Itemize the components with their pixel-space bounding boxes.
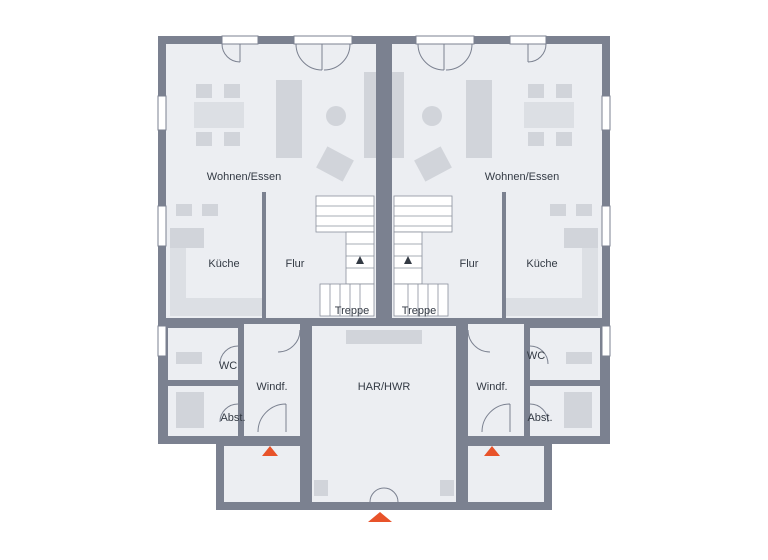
door-windf-right <box>467 329 491 353</box>
terrace-door-right <box>417 43 445 71</box>
dining-set-left <box>194 84 244 146</box>
window-right-1 <box>601 95 611 131</box>
sofa-left <box>276 80 302 158</box>
kitchen-right <box>506 204 598 316</box>
armchair-right <box>414 146 452 182</box>
label-flur-right: Flur <box>460 258 479 270</box>
window-left-2 <box>157 205 167 247</box>
porch-right <box>468 446 544 502</box>
entrance-arrow-har-icon <box>368 512 392 522</box>
door-windf-left <box>277 329 301 353</box>
window-top-3 <box>415 35 475 45</box>
label-kueche-right: Küche <box>526 258 557 270</box>
wc-fixtures-left <box>176 352 204 428</box>
window-right-2 <box>601 205 611 247</box>
label-abst-right: Abst. <box>527 412 552 424</box>
label-wohnen-right: Wohnen/Essen <box>485 171 559 183</box>
dining-set-right <box>524 84 574 146</box>
label-wohnen-left: Wohnen/Essen <box>207 171 281 183</box>
room-flur-left <box>266 192 312 318</box>
entry-door-left <box>257 403 287 433</box>
label-treppe-right: Treppe <box>402 305 436 317</box>
label-windf-right: Windf. <box>476 381 507 393</box>
wc-fixtures-right <box>564 352 592 428</box>
window-left-1 <box>157 95 167 131</box>
porch-left <box>224 446 300 502</box>
staircase-right <box>393 195 453 317</box>
window-right-3 <box>601 325 611 357</box>
har-counter <box>346 330 422 344</box>
coffee-table-right <box>422 106 442 126</box>
entrance-arrow-left-icon <box>262 446 278 456</box>
label-wc-right: WC <box>527 350 545 362</box>
room-har <box>312 326 456 502</box>
staircase-left <box>315 195 375 317</box>
kitchen-left <box>170 204 262 316</box>
window-top-2 <box>293 35 353 45</box>
window-top-1 <box>221 35 259 45</box>
room-windf-right <box>468 324 524 436</box>
label-windf-left: Windf. <box>256 381 287 393</box>
label-flur-left: Flur <box>286 258 305 270</box>
entry-door-right <box>481 403 511 433</box>
label-kueche-left: Küche <box>208 258 239 270</box>
room-windf-left <box>244 324 300 436</box>
window-top-4 <box>509 35 547 45</box>
label-har: HAR/HWR <box>358 381 411 393</box>
room-flur-right <box>456 192 502 318</box>
label-abst-left: Abst. <box>220 412 245 424</box>
armchair-left <box>316 146 354 182</box>
label-treppe-left: Treppe <box>335 305 369 317</box>
sideboard-left <box>364 72 376 158</box>
window-left-3 <box>157 325 167 357</box>
entry-door-har <box>369 487 399 503</box>
terrace-door-left <box>295 43 323 71</box>
sofa-right <box>466 80 492 158</box>
entrance-arrow-right-icon <box>484 446 500 456</box>
coffee-table-left <box>326 106 346 126</box>
label-wc-left: WC <box>219 360 237 372</box>
sideboard-right <box>392 72 404 158</box>
